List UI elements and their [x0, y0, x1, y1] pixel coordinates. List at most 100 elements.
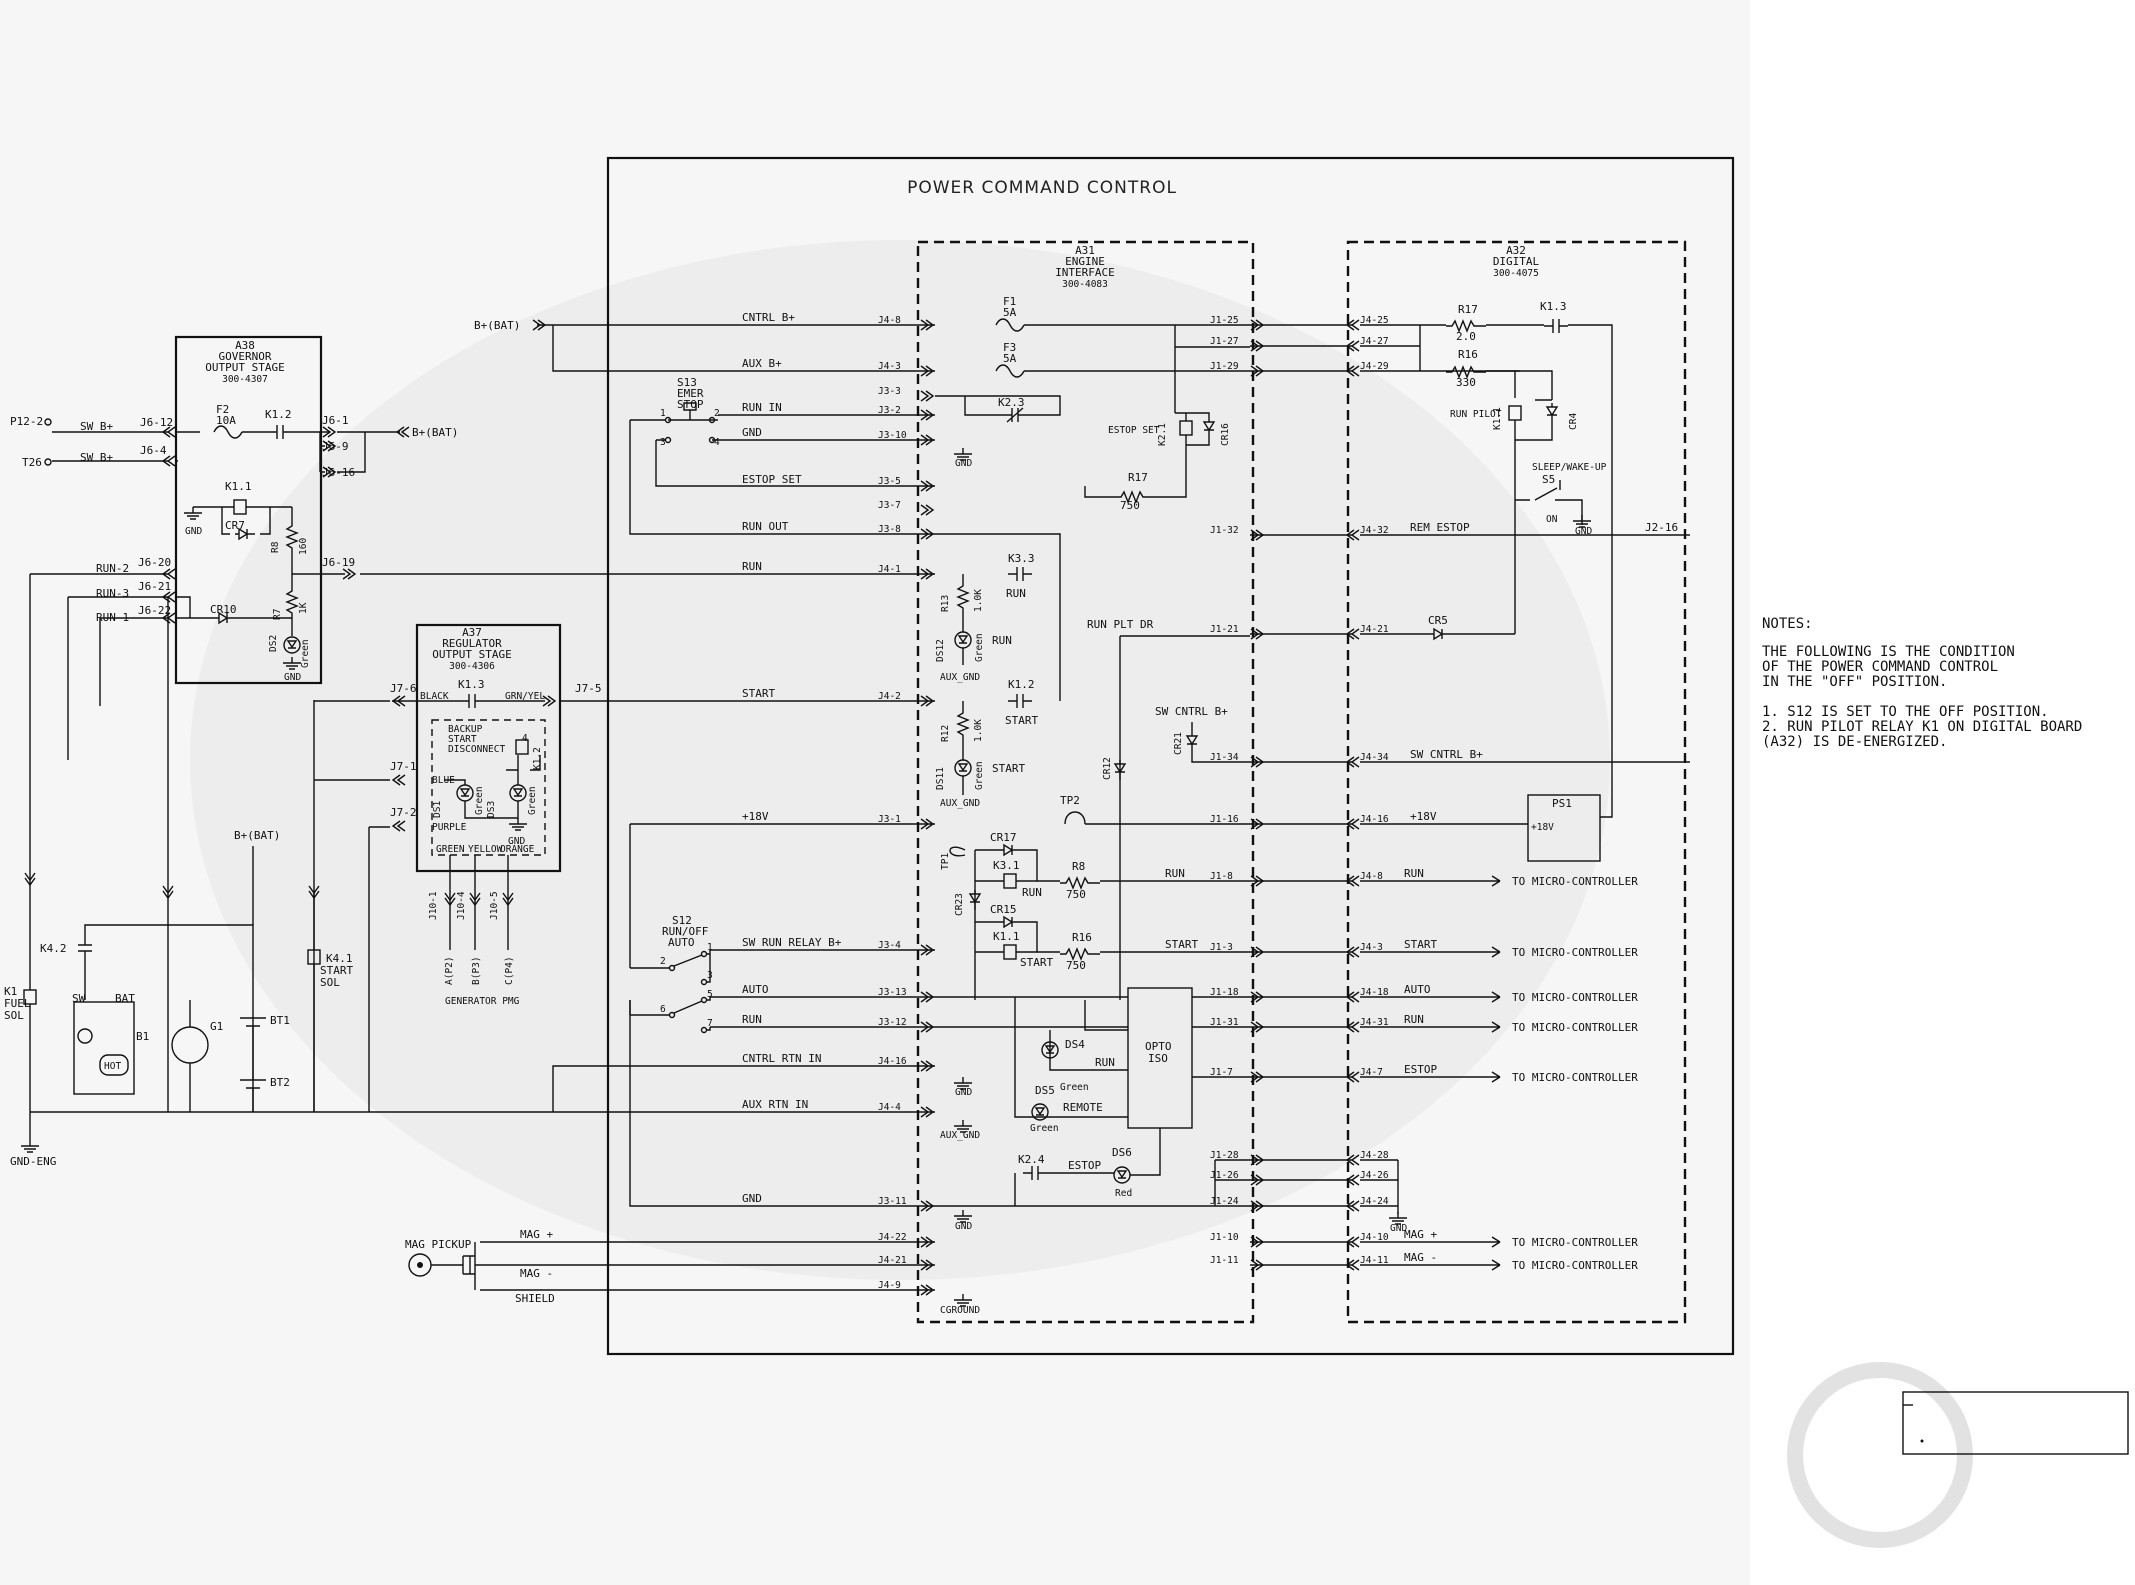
- svg-text:K1.2: K1.2: [265, 408, 292, 421]
- svg-text:J6-4: J6-4: [140, 444, 167, 457]
- svg-text:J6-16: J6-16: [322, 466, 355, 479]
- a31-internal-circuit: F1 5A F3 5A K2.3 K2.1 CR16 ESTOP SET R17…: [935, 295, 1250, 1316]
- svg-text:RUN: RUN: [1022, 886, 1042, 899]
- to-micro-controller-label: TO MICRO-CONTROLLER: [1512, 1021, 1638, 1034]
- svg-text:CR4: CR4: [1568, 413, 1579, 430]
- backup-start-disconnect-box: [431, 719, 546, 856]
- arrow-icon: [1491, 1071, 1501, 1083]
- svg-text:OF THE POWER COMMAND CONTROL: OF THE POWER COMMAND CONTROL: [1762, 659, 1998, 675]
- svg-text:K1.1: K1.1: [225, 480, 252, 493]
- svg-text:5: 5: [707, 989, 713, 1000]
- svg-text:AUX_GND: AUX_GND: [940, 1130, 980, 1141]
- svg-text:BT2: BT2: [270, 1076, 290, 1089]
- svg-text:SOL: SOL: [4, 1009, 24, 1022]
- svg-text:AUTO: AUTO: [668, 936, 695, 949]
- svg-text:300-4075: 300-4075: [1493, 268, 1539, 279]
- connector-label: J3-1: [878, 814, 901, 825]
- j4-label: J4-27: [1360, 336, 1389, 347]
- connector-label: J4-8: [878, 315, 901, 326]
- connector-label: J4-21: [878, 1255, 907, 1266]
- j4-label: J4-26: [1360, 1170, 1389, 1181]
- j4-label: J4-24: [1360, 1196, 1389, 1207]
- svg-text:Green: Green: [974, 761, 985, 790]
- svg-text:OUTPUT STAGE: OUTPUT STAGE: [432, 648, 511, 661]
- svg-text:Green: Green: [527, 786, 538, 815]
- svg-text:B(P3): B(P3): [471, 956, 482, 985]
- svg-text:START: START: [448, 734, 477, 745]
- connector-label: J3-4: [878, 940, 901, 951]
- svg-text:RUN: RUN: [1095, 1056, 1115, 1069]
- svg-text:FUEL: FUEL: [4, 997, 31, 1010]
- svg-text:SLEEP/WAKE-UP: SLEEP/WAKE-UP: [1532, 462, 1607, 473]
- svg-text:CR17: CR17: [990, 831, 1017, 844]
- svg-text:SOL: SOL: [320, 976, 340, 989]
- s12-run-off-auto: S12 RUN/OFF AUTO 21 35 67: [629, 824, 713, 1034]
- j4-label: J4-7: [1360, 1067, 1383, 1078]
- connector-label: J4-2: [878, 691, 901, 702]
- svg-text:5A: 5A: [1003, 352, 1017, 365]
- svg-text:AUX B+: AUX B+: [742, 357, 782, 370]
- svg-text:OUTPUT STAGE: OUTPUT STAGE: [205, 361, 284, 374]
- a38-governor-box: [174, 335, 323, 685]
- svg-text:1. S12 IS SET TO THE OFF POSIT: 1. S12 IS SET TO THE OFF POSITION.: [1762, 704, 2049, 720]
- j1-label: J1-26: [1210, 1170, 1239, 1181]
- j1-label: J1-18: [1210, 987, 1239, 998]
- svg-text:6: 6: [660, 1004, 666, 1015]
- connector-label: J3-3: [878, 386, 901, 397]
- svg-text:S5: S5: [1542, 473, 1555, 486]
- a31-engine-interface-box: [916, 240, 1255, 1324]
- arrow-icon: [1491, 991, 1501, 1003]
- notes-block: NOTES: THE FOLLOWING IS THE CONDITION OF…: [1762, 616, 2082, 750]
- svg-text:MAG -: MAG -: [520, 1267, 553, 1280]
- arrow-icon: [1491, 946, 1501, 958]
- svg-text:START: START: [1020, 956, 1053, 969]
- j1-label: J1-28: [1210, 1150, 1239, 1161]
- svg-text:160: 160: [298, 538, 309, 555]
- backup-start-label: BACKUP START DISCONNECT: [448, 724, 505, 755]
- svg-text:DS1: DS1: [432, 801, 443, 818]
- svg-text:START: START: [1005, 714, 1038, 727]
- connector-label: J4-22: [878, 1232, 907, 1243]
- svg-text:CR21: CR21: [1173, 732, 1184, 755]
- svg-text:RUN: RUN: [742, 560, 762, 573]
- svg-text:C(P4): C(P4): [504, 956, 515, 985]
- j1-label: J1-34: [1210, 752, 1239, 763]
- output-signal-label: MAG -: [1404, 1251, 1437, 1264]
- svg-text:THE FOLLOWING IS THE CONDITION: THE FOLLOWING IS THE CONDITION: [1762, 644, 2015, 660]
- svg-text:RUN IN: RUN IN: [742, 401, 782, 414]
- svg-text:2: 2: [660, 956, 666, 967]
- svg-text:DISCONNECT: DISCONNECT: [448, 744, 505, 755]
- svg-text:CR16: CR16: [1220, 423, 1231, 446]
- j1-label: J1-7: [1210, 1067, 1233, 1078]
- connector-label: J4-16: [878, 1056, 907, 1067]
- j4-label: J4-16: [1360, 814, 1389, 825]
- svg-text:GRN/YEL: GRN/YEL: [505, 691, 545, 702]
- svg-text:K1.2: K1.2: [532, 747, 543, 770]
- svg-text:R7: R7: [272, 609, 283, 620]
- svg-text:7: 7: [707, 1018, 713, 1029]
- svg-text:K2.3: K2.3: [998, 396, 1025, 409]
- svg-text:Green: Green: [1060, 1082, 1089, 1093]
- a38-label: A38 GOVERNOR OUTPUT STAGE 300-4307: [205, 339, 284, 385]
- svg-text:REM ESTOP: REM ESTOP: [1410, 521, 1470, 534]
- svg-text:BACKUP: BACKUP: [448, 724, 483, 735]
- svg-text:+18V: +18V: [1410, 810, 1437, 823]
- svg-text:J6-1: J6-1: [322, 414, 349, 427]
- svg-text:START: START: [742, 687, 775, 700]
- svg-text:P12-2: P12-2: [10, 415, 43, 428]
- a32-digital-box: [1346, 240, 1687, 1324]
- svg-text:TP2: TP2: [1060, 794, 1080, 807]
- svg-text:MAG PICKUP: MAG PICKUP: [405, 1238, 472, 1251]
- svg-text:S12: S12: [672, 914, 692, 927]
- svg-text:START: START: [992, 762, 1025, 775]
- svg-text:Green: Green: [474, 786, 485, 815]
- svg-text:SW CNTRL B+: SW CNTRL B+: [1155, 705, 1228, 718]
- svg-text:A(P2): A(P2): [444, 956, 455, 985]
- svg-text:ENGINE: ENGINE: [1065, 255, 1105, 268]
- svg-text:REGULATOR: REGULATOR: [442, 637, 502, 650]
- j1-label: J1-16: [1210, 814, 1239, 825]
- svg-text:300-4307: 300-4307: [222, 374, 268, 385]
- j4-label: J4-32: [1360, 525, 1389, 536]
